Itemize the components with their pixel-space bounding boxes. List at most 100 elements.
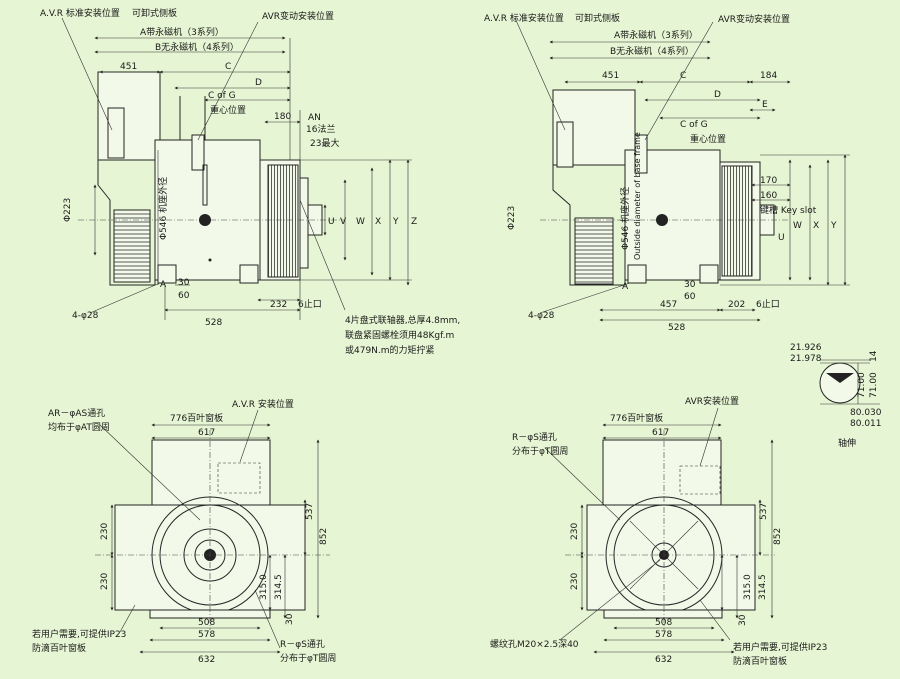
bolt-label: 4-φ28 — [72, 311, 99, 321]
cog-marker — [202, 164, 208, 206]
dim-60: 60 — [178, 291, 190, 301]
avr-alt-label: AVR变动安装位置 — [262, 10, 334, 22]
dim-30-r: 30 — [684, 280, 696, 290]
ip23-note-1: 若用户需要,可提供IP23 — [32, 628, 126, 640]
dim-315-r: 315.0 — [743, 574, 753, 600]
dim-v: V — [340, 217, 347, 227]
frame-lifting — [179, 96, 206, 140]
shaft-dim-71a: 71.00 — [857, 372, 867, 398]
end-view-left: AR－φAS通孔 均布于φAT圆周 776百叶窗板 A.V.R 安装位置 617… — [32, 398, 336, 665]
dim-30: 30 — [178, 278, 190, 288]
rs-label-1-r: R－φS通孔 — [512, 432, 557, 443]
fan-vents — [267, 164, 299, 278]
avr-position-box — [217, 462, 261, 494]
dim-d: D — [255, 78, 262, 88]
coupling-disc — [299, 177, 309, 269]
rs-label-2: 分布于φT圆周 — [280, 652, 336, 664]
coupling-note-2: 联盘紧固螺栓须用48Kgf.m — [345, 329, 454, 341]
dim-z: Z — [411, 217, 417, 227]
pmg-coils-r — [574, 217, 614, 285]
dim-a: A — [160, 280, 167, 290]
end-frame-r — [586, 504, 756, 611]
avr-box — [107, 107, 125, 159]
shaft-end-detail: 21.926 21.978 14 71.00 71.00 80.030 80.0… — [790, 343, 882, 449]
dim-852: 852 — [319, 528, 329, 545]
dim-w-r: W — [793, 221, 802, 231]
shaft-dim-80a: 80.030 — [850, 408, 882, 418]
cog-symbol — [199, 214, 211, 226]
dim-230a: 230 — [100, 523, 110, 540]
stop-label: 6止口 — [298, 298, 322, 310]
cog-cn-label-r: 重心位置 — [690, 133, 726, 145]
holes-label-2: 均布于φAT圆周 — [48, 421, 110, 433]
dim-phi546-r: Φ546 机座外径 — [619, 187, 631, 250]
dim-phi546: Φ546 机座外径 — [157, 177, 169, 240]
avr-alt-box — [191, 134, 205, 171]
shaft-dim-2: 21.978 — [790, 354, 822, 364]
max-label: 23最大 — [310, 137, 339, 149]
foot-right-r — [699, 264, 719, 284]
bolt-label-r: 4-φ28 — [528, 311, 555, 321]
shaft-dim-71b: 71.00 — [869, 372, 879, 398]
top-housing — [151, 439, 271, 506]
dim-202-r: 202 — [728, 300, 745, 310]
dim-a-r: A — [622, 282, 629, 292]
a-type-label: A带永磁机（3系列） — [140, 26, 224, 38]
dim-451-r: 451 — [602, 71, 619, 81]
side-plate-label-r: 可卸式侧板 — [575, 12, 620, 24]
dim-y: Y — [392, 217, 399, 227]
foot-right — [239, 264, 259, 284]
coupling-note-1: 4片盘式联轴器,总厚4.8mm, — [345, 314, 460, 326]
shaft-dim-80b: 80.011 — [850, 419, 882, 429]
b-type-label: B无永磁机（4系列） — [155, 41, 239, 53]
avr-pos-label: A.V.R 安装位置 — [232, 398, 294, 410]
dim-c-r: C — [680, 71, 686, 81]
cog-label-r: C of G — [680, 120, 708, 130]
dim-578: 578 — [198, 630, 215, 640]
side-view-left: A.V.R 标准安装位置 可卸式侧板 AVR变动安装位置 A带永磁机（3系列） … — [40, 7, 460, 356]
cog-label: C of G — [208, 91, 236, 101]
dim-852-r: 852 — [773, 528, 783, 545]
dim-phi223-r: Φ223 — [507, 206, 517, 230]
dim-phi223: Φ223 — [63, 198, 73, 222]
keyway-label-r: 键槽 Key slot — [760, 204, 817, 216]
flange-label: 16法兰 — [306, 123, 335, 135]
dim-u-r: U — [778, 233, 785, 243]
pmg-coils — [113, 209, 151, 283]
base-plate-r — [603, 609, 723, 619]
ip23-note-2-r: 防滴百叶窗板 — [733, 655, 787, 667]
b-type-label-r: B无永磁机（4系列） — [610, 45, 694, 57]
dim-457-r: 457 — [660, 300, 677, 310]
dim-170-r: 170 — [760, 176, 777, 186]
dim-230a-r: 230 — [570, 523, 580, 540]
cog-cn-label: 重心位置 — [210, 104, 246, 116]
shaft-dim-1: 21.926 — [790, 343, 822, 353]
side-plate-label: 可卸式侧板 — [132, 7, 177, 19]
fan-vents-r — [721, 165, 753, 277]
shaft-dim-14: 14 — [869, 350, 879, 362]
rs-label-1: R－φS通孔 — [280, 639, 325, 650]
top-housing-r — [602, 439, 722, 506]
dim-528: 528 — [205, 318, 222, 328]
outside-diameter-label-r: Outside diameter of base frame — [633, 132, 642, 260]
dim-d-r: D — [714, 90, 721, 100]
dim-u: U — [328, 217, 335, 227]
dim-x: X — [375, 217, 381, 227]
dim-578-r: 578 — [655, 630, 672, 640]
dim-632-r: 632 — [655, 655, 672, 665]
dim-y-r: Y — [830, 221, 837, 231]
rs-label-2-r: 分布于φT圆周 — [512, 445, 568, 457]
dim-537: 537 — [305, 503, 315, 520]
cog-symbol-r — [656, 214, 668, 226]
coupling-note-3: 或479N.m的力矩拧紧 — [345, 344, 435, 356]
avr-standard-label-r: A.V.R 标准安装位置 — [484, 12, 564, 24]
dim-230b: 230 — [100, 573, 110, 590]
avr-standard-label: A.V.R 标准安装位置 — [40, 7, 120, 19]
foot-left-r — [627, 264, 647, 284]
avr-alt-box-r — [634, 134, 648, 174]
dim-w: W — [356, 217, 365, 227]
dim-632: 632 — [198, 655, 215, 665]
ip23-note-1-r: 若用户需要,可提供IP23 — [733, 641, 827, 653]
dim-508: 508 — [198, 618, 215, 628]
end-view-right: 776百叶窗板 AVR安装位置 R－φS通孔 分布于φT圆周 617 537 8… — [490, 395, 827, 667]
